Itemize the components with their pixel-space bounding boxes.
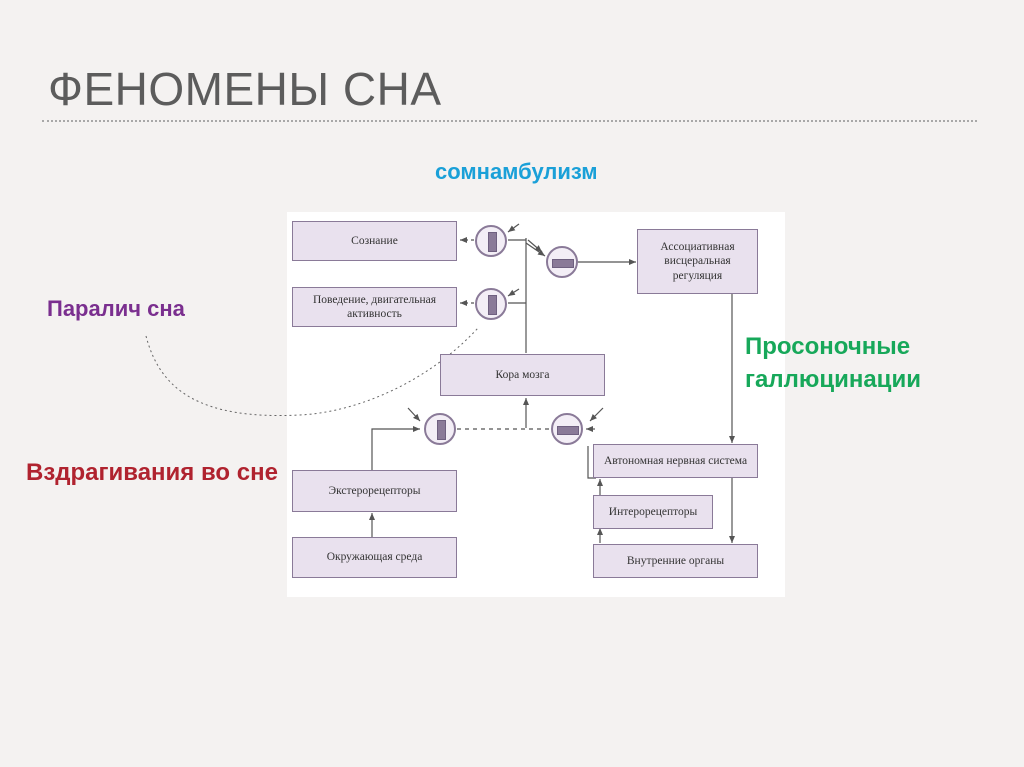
- environment-box: Окружающая среда: [292, 537, 457, 578]
- excitatory-gate-icon: [475, 288, 507, 320]
- excitatory-gate-icon: [475, 225, 507, 257]
- behavior-box: Поведение, двигательная активность: [292, 287, 457, 327]
- sleep-starts-label: Вздрагивания во сне: [26, 459, 278, 486]
- somnambulism-label: сомнамбулизм: [435, 159, 598, 184]
- slide-title: ФЕНОМЕНЫ СНА: [48, 63, 442, 115]
- inhibitory-gate-icon: [551, 413, 583, 445]
- exteroceptors-box: Экстерорецепторы: [292, 470, 457, 512]
- consciousness-box: Сознание: [292, 221, 457, 261]
- cortex-box: Кора мозга: [440, 354, 605, 396]
- inhibitory-gate-icon: [546, 246, 578, 278]
- excitatory-gate-icon: [424, 413, 456, 445]
- hypnagogic-hallucinations-label: Просоночные галлюцинации: [745, 333, 921, 393]
- sleep-paralysis-label: Паралич сна: [47, 296, 185, 321]
- autonomic-box: Автономная нервная система: [593, 444, 758, 478]
- title-divider: [42, 120, 977, 122]
- internal-organs-box: Внутренние органы: [593, 544, 758, 578]
- interoceptors-box: Интерорецепторы: [593, 495, 713, 529]
- assoc-visceral-box: Ассоциативная висцеральная регуляция: [637, 229, 758, 294]
